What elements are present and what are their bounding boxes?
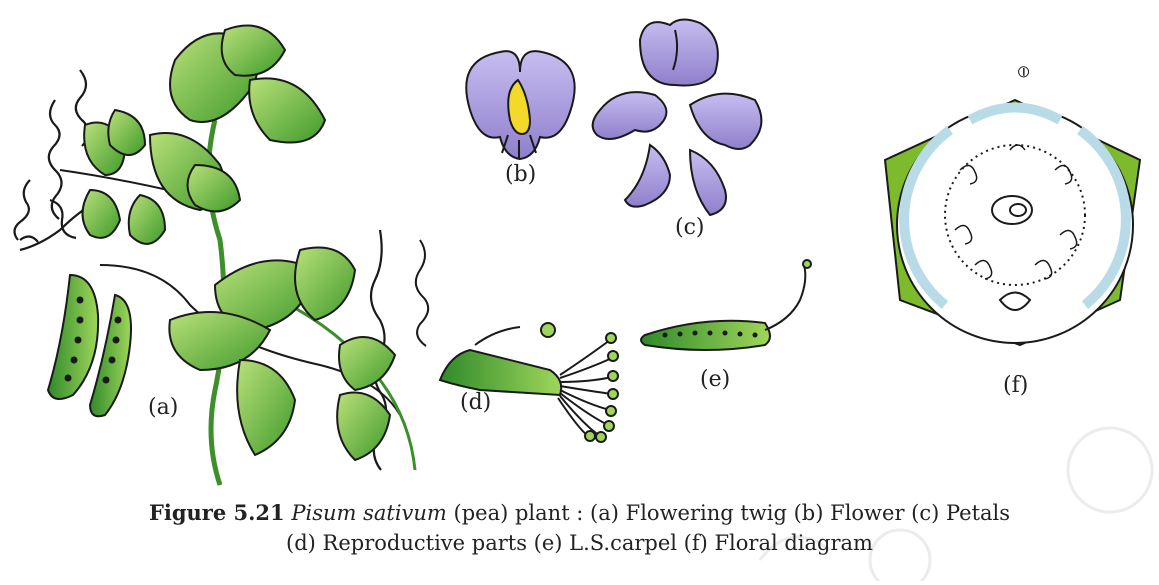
watermark xyxy=(758,426,1154,585)
caption-line-1-rest: (pea) plant : (a) Flowering twig (b) Flo… xyxy=(446,501,1011,525)
caption-line-2: (d) Reproductive parts (e) L.S.carpel (f… xyxy=(286,531,873,555)
caption-line-1: Figure 5.21 Pisum sativum (pea) plant : … xyxy=(0,498,1159,528)
label-e: (e) xyxy=(700,367,731,392)
floral-diagram-drawing xyxy=(883,98,1142,347)
petals-drawing xyxy=(591,18,763,217)
ls-carpel-drawing xyxy=(640,259,812,351)
floral-symbol: ⦶ xyxy=(1018,62,1030,81)
flower-drawing xyxy=(465,50,576,161)
scientific-name: Pisum sativum xyxy=(291,501,447,525)
flowering-twig-drawing xyxy=(13,24,430,486)
figure-label: Figure 5.21 xyxy=(148,500,285,525)
label-d: (d) xyxy=(460,390,492,415)
label-c: (c) xyxy=(675,215,705,240)
label-a: (a) xyxy=(148,395,179,420)
reproductive-parts-drawing xyxy=(438,322,619,443)
figure-caption: Figure 5.21 Pisum sativum (pea) plant : … xyxy=(0,498,1159,558)
label-b: (b) xyxy=(505,162,537,187)
label-f: (f) xyxy=(1003,373,1029,398)
